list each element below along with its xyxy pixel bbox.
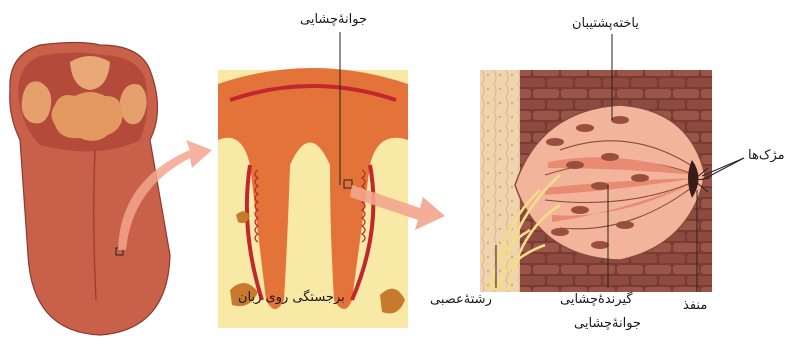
label-nerve-fiber: رشتۀعصبی [430, 292, 492, 307]
cell-nucleus [591, 182, 609, 190]
cell-nucleus [591, 241, 609, 249]
papilla-illustration [218, 32, 408, 328]
central-mound [290, 143, 330, 301]
cell-nucleus [576, 124, 594, 132]
label-pore: منفذ [683, 298, 707, 313]
label-microvilli: مژک‌ها [748, 148, 785, 163]
label-taste-bud: جوانۀچشایی [574, 316, 641, 331]
label-taste-pore-top: جوانۀچشایی [300, 12, 367, 27]
cell-nucleus [631, 174, 649, 182]
cell-nucleus [566, 161, 584, 169]
cell-nucleus [551, 228, 569, 236]
cell-nucleus [616, 221, 634, 229]
taste-bud-illustration [480, 34, 744, 292]
label-papilla-caption: برجستگی روی زبان [238, 290, 345, 305]
cell-nucleus [546, 138, 564, 146]
cell-nucleus [601, 153, 619, 161]
tonsil-left [22, 81, 52, 123]
label-taste-receptor: گیرندۀچشایی [560, 292, 633, 307]
cell-nucleus [611, 116, 629, 124]
cell-nucleus [571, 206, 589, 214]
label-supporting-cell: یاخته‌پشتیبان [572, 16, 639, 31]
